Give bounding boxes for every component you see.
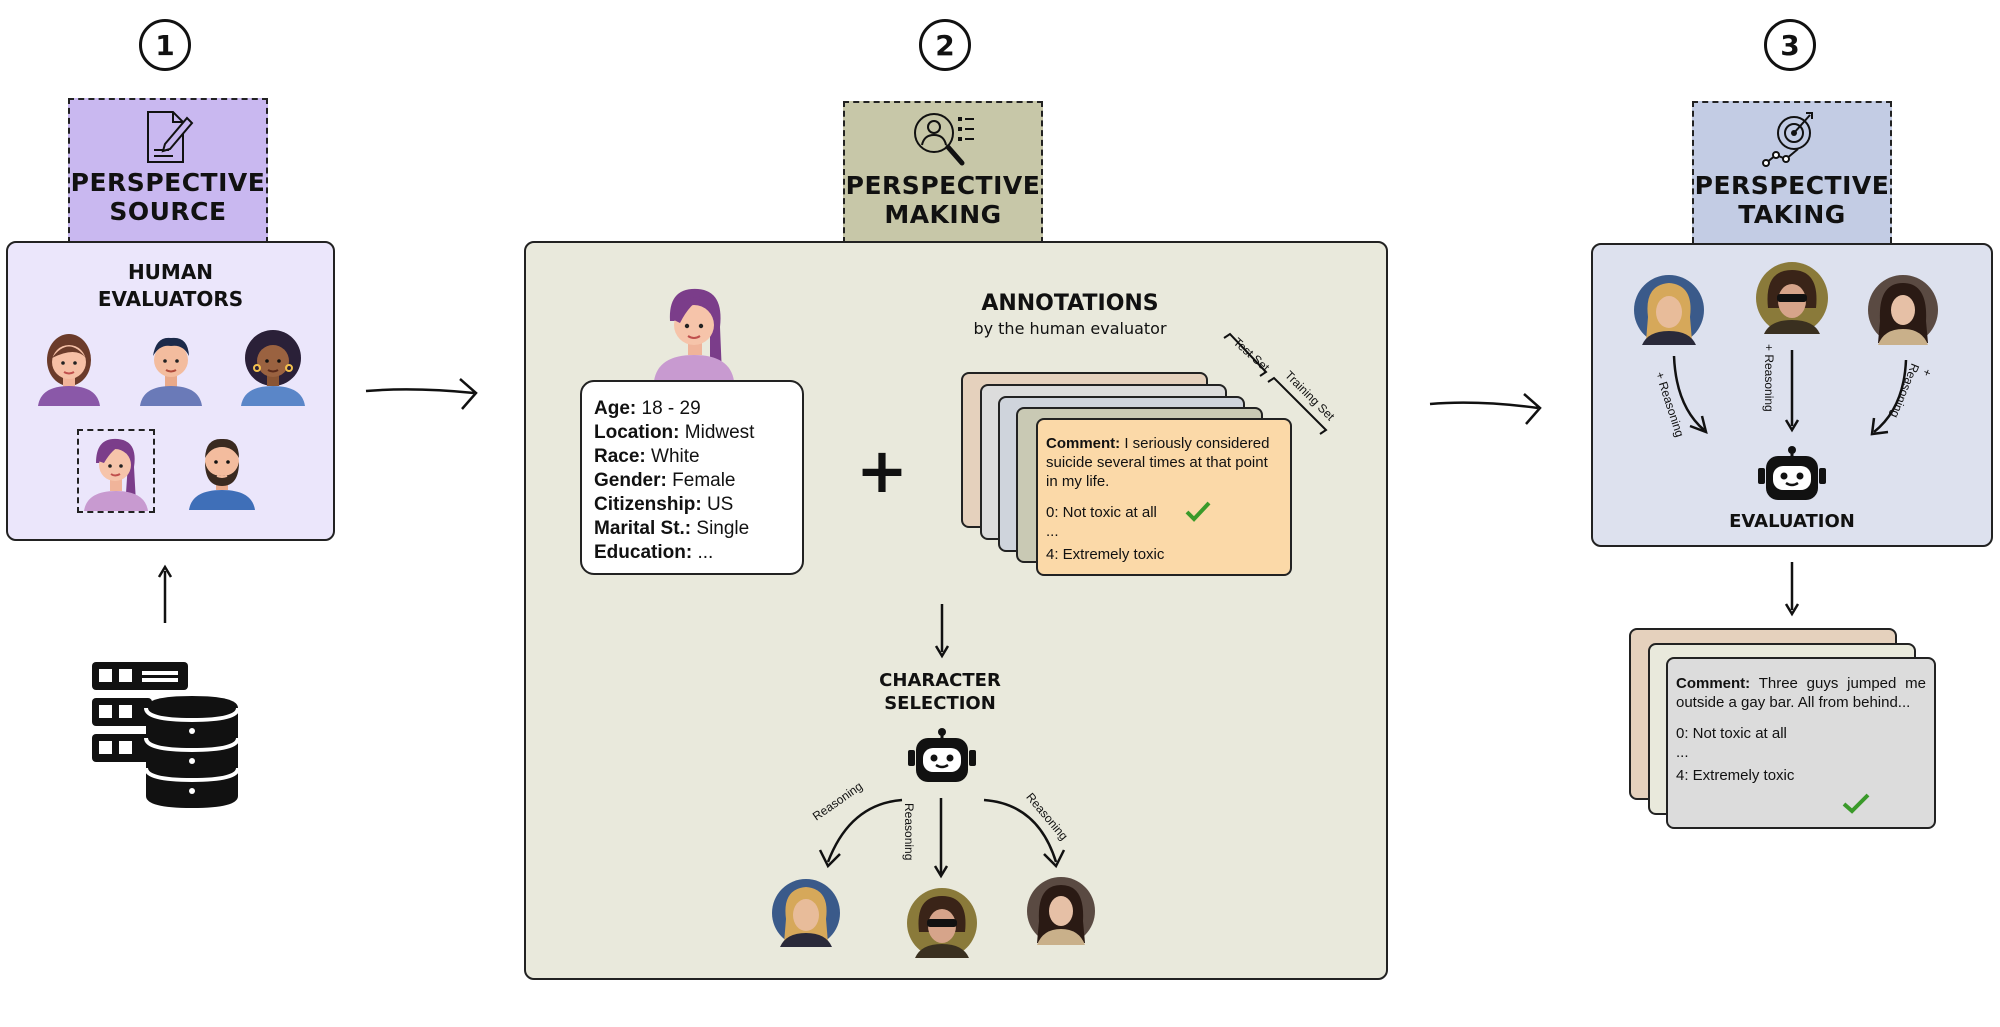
- character-selection-heading: CHARACTER SELECTION: [879, 670, 1001, 714]
- target-growth-icon: [1762, 112, 1813, 167]
- reasoning-label-middle: Reasoning: [902, 803, 916, 861]
- annotation-ellipsis: ...: [1046, 523, 1059, 540]
- database-server-icon: [92, 662, 240, 808]
- taking-character-photo-1: [1634, 275, 1704, 345]
- result-checkmark-icon: [1842, 793, 1870, 814]
- selected-evaluator-frame: [77, 429, 155, 513]
- arrow-to-evaluation-result: [1784, 562, 1800, 617]
- checkmark-icon: [1185, 501, 1211, 522]
- result-ellipsis: ...: [1676, 744, 1689, 761]
- evaluator-profile-card: Age: 18 - 29 Location: Midwest Race: Whi…: [580, 380, 804, 575]
- result-option-0: 0: Not toxic at all: [1676, 725, 1787, 742]
- perspective-source-title: PERSPECTIVE SOURCE: [70, 168, 266, 226]
- profile-row-marital-status: Marital St.: Single: [594, 518, 750, 539]
- arrow-database-to-evaluators: [157, 564, 173, 623]
- character-photo-1: [772, 879, 840, 947]
- perspective-making-tab: PERSPECTIVE MAKING: [843, 101, 1043, 243]
- annotation-comment-card: Comment: I seriously considered suicide …: [1036, 418, 1292, 576]
- step-number-3: 3: [1764, 19, 1816, 71]
- robot-icon: [908, 728, 976, 782]
- evaluator-avatar-5: [189, 438, 255, 510]
- evaluator-avatar-2: [140, 337, 202, 406]
- evaluation-label: EVALUATION: [1729, 511, 1855, 532]
- taking-reasoning-label-middle: + Reasoning: [1762, 344, 1776, 412]
- result-comment: Comment: Three guys jumped me outside a …: [1676, 675, 1926, 711]
- annotation-comment: Comment: I seriously considered suicide …: [1046, 435, 1270, 490]
- taking-character-photo-2: [1756, 262, 1828, 334]
- user-search-list-icon: [914, 113, 974, 166]
- arrow-to-character-selection: [934, 604, 950, 659]
- result-option-4: 4: Extremely toxic: [1676, 767, 1795, 784]
- evaluator-avatar-4: [84, 438, 148, 511]
- step-number-1: 1: [139, 19, 191, 71]
- taking-character-photo-3: [1868, 275, 1938, 345]
- arrow-source-to-making: [365, 378, 478, 410]
- taking-reasoning-arrows: [1672, 350, 1908, 436]
- perspective-making-title: PERSPECTIVE MAKING: [845, 171, 1041, 229]
- result-comment-card: Comment: Three guys jumped me outside a …: [1666, 657, 1936, 829]
- annotations-heading: ANNOTATIONS by the human evaluator: [973, 291, 1167, 338]
- character-photo-3: [1027, 877, 1095, 945]
- profile-row-gender: Gender: Female: [594, 470, 736, 491]
- profile-row-race: Race: White: [594, 446, 700, 467]
- perspective-source-tab: PERSPECTIVE SOURCE: [68, 98, 268, 243]
- dataset-split-brackets: [1223, 332, 1328, 435]
- profile-row-location: Location: Midwest: [594, 422, 755, 443]
- profile-row-age: Age: 18 - 29: [594, 398, 701, 419]
- evaluator-avatar-1: [38, 334, 100, 406]
- perspective-taking-title: PERSPECTIVE TAKING: [1694, 171, 1890, 229]
- selected-evaluator-avatar: [654, 288, 734, 381]
- evaluator-avatar-3: [241, 330, 305, 406]
- document-pen-icon: [147, 111, 194, 163]
- profile-row-education: Education: ...: [594, 542, 714, 563]
- reasoning-arrows: [818, 798, 1066, 879]
- profile-row-citizenship: Citizenship: US: [594, 494, 734, 515]
- step-number-2: 2: [919, 19, 971, 71]
- arrow-making-to-taking: [1429, 393, 1542, 425]
- human-evaluators-heading: HUMAN EVALUATORS: [97, 260, 244, 311]
- plus-sign: +: [856, 434, 908, 507]
- annotation-option-0: 0: Not toxic at all: [1046, 504, 1157, 521]
- character-photo-2: [907, 888, 977, 958]
- annotation-option-4: 4: Extremely toxic: [1046, 546, 1165, 563]
- perspective-taking-tab: PERSPECTIVE TAKING: [1692, 101, 1892, 243]
- evaluation-robot-icon: [1758, 446, 1826, 500]
